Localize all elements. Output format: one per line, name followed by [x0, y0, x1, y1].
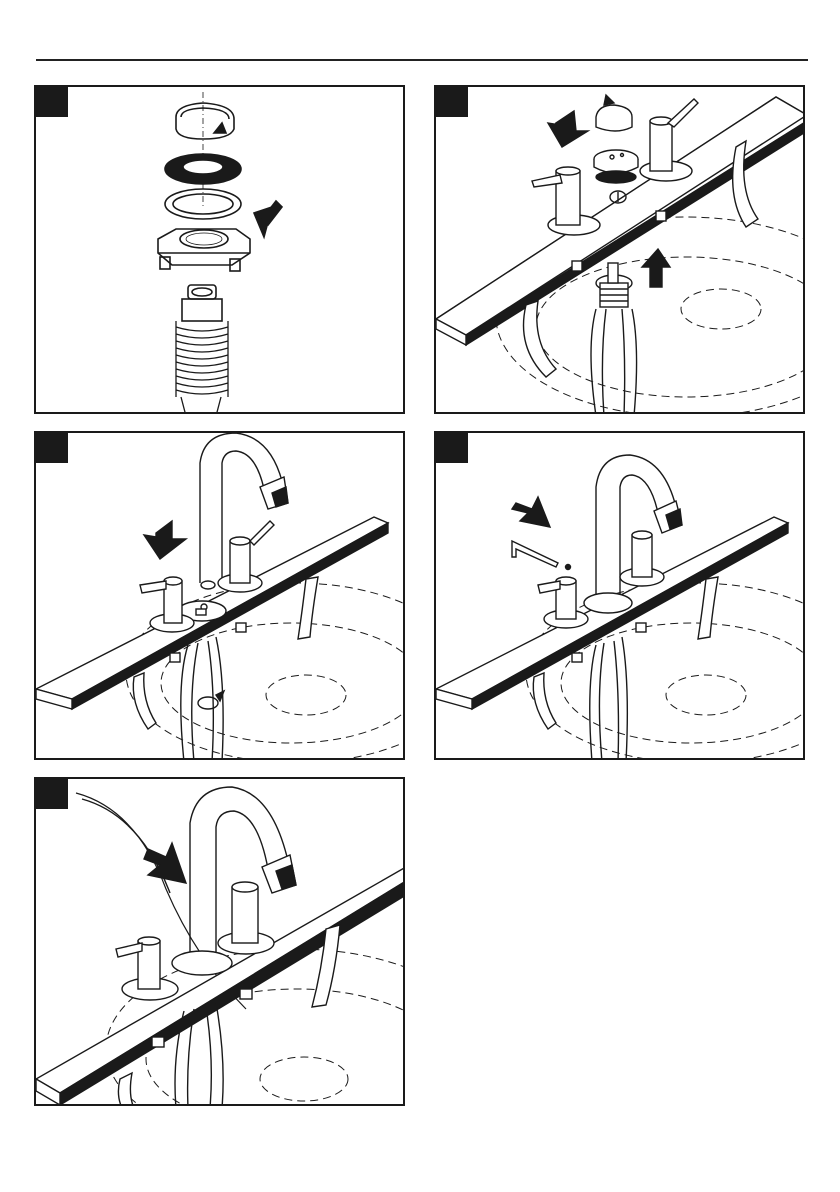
step-3-illustration [36, 433, 405, 760]
step-4-illustration [436, 433, 805, 760]
step-2-illustration [436, 87, 805, 414]
header-rule [36, 59, 808, 61]
rotate-arrow-icon [198, 691, 224, 709]
step-5-illustration [36, 779, 405, 1106]
down-arrow-icon [512, 497, 550, 527]
hex-key-icon [512, 541, 558, 567]
down-arrow-icon [254, 201, 282, 237]
up-arrow-icon [642, 249, 670, 287]
step-3-panel [34, 431, 405, 760]
step-5-panel [34, 777, 405, 1106]
step-1-illustration [36, 87, 405, 414]
step-2-panel [434, 85, 805, 414]
down-arrow-icon [144, 843, 186, 883]
step-4-panel [434, 431, 805, 760]
step-1-panel [34, 85, 405, 414]
down-arrow-icon [144, 521, 186, 559]
rotate-arrow-icon [176, 103, 234, 139]
rotate-arrow-icon [596, 95, 632, 131]
sink-basin-icon [496, 217, 805, 414]
